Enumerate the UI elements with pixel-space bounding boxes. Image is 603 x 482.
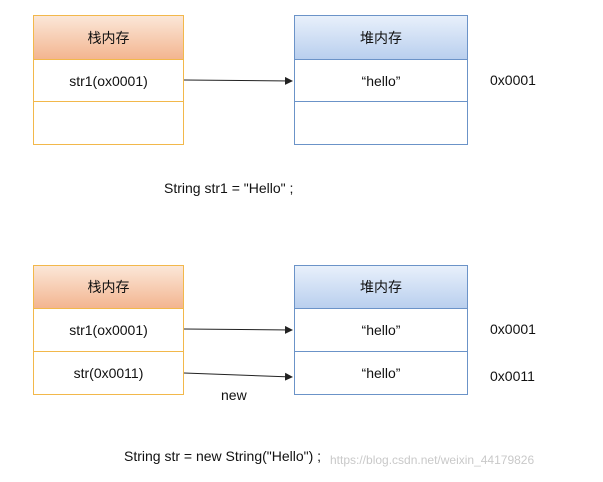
watermark-url: https://blog.csdn.net/weixin_44179826: [330, 453, 535, 467]
heap-cell-hello-b-2: “hello”: [294, 351, 468, 395]
code-caption-2: String str = new String("Hello") ;: [124, 448, 322, 464]
address-label-0x0011-2: 0x0011: [490, 368, 535, 384]
stack-memory-header-1: 栈内存: [33, 15, 184, 60]
stack-cell-label: str1(ox0001): [69, 72, 148, 89]
address-label-0x0001-1: 0x0001: [490, 72, 536, 88]
stack-cell-label: str(0x0011): [73, 365, 144, 381]
heap-memory-header-2: 堆内存: [294, 265, 468, 309]
stack-cell-str1-2: str1(ox0001): [33, 308, 184, 352]
heap-cell-label: “hello”: [361, 365, 401, 381]
stack-cell-empty-1: [33, 101, 184, 145]
heap-cell-label: “hello”: [361, 322, 401, 338]
code-caption-1: String str1 = "Hello" ;: [164, 180, 294, 196]
stack-memory-header-2: 栈内存: [33, 265, 184, 309]
arrow-str1-to-hello-1: [183, 76, 293, 85]
heap-cell-label: “hello”: [361, 72, 401, 89]
arrow-str-to-new-hello-2: [183, 372, 293, 381]
stack-cell-str-2: str(0x0011): [33, 351, 184, 395]
new-arrow-label: new: [221, 387, 247, 403]
address-label-0x0001-2: 0x0001: [490, 321, 536, 337]
heap-memory-title-2: 堆内存: [360, 279, 402, 295]
stack-memory-title-2: 栈内存: [87, 279, 130, 295]
arrow-str1-to-hello-2: [183, 325, 293, 334]
stack-memory-title-1: 栈内存: [87, 29, 130, 46]
heap-cell-empty-1: [294, 101, 468, 145]
stack-cell-label: str1(ox0001): [69, 322, 148, 338]
heap-memory-title-1: 堆内存: [360, 29, 402, 46]
